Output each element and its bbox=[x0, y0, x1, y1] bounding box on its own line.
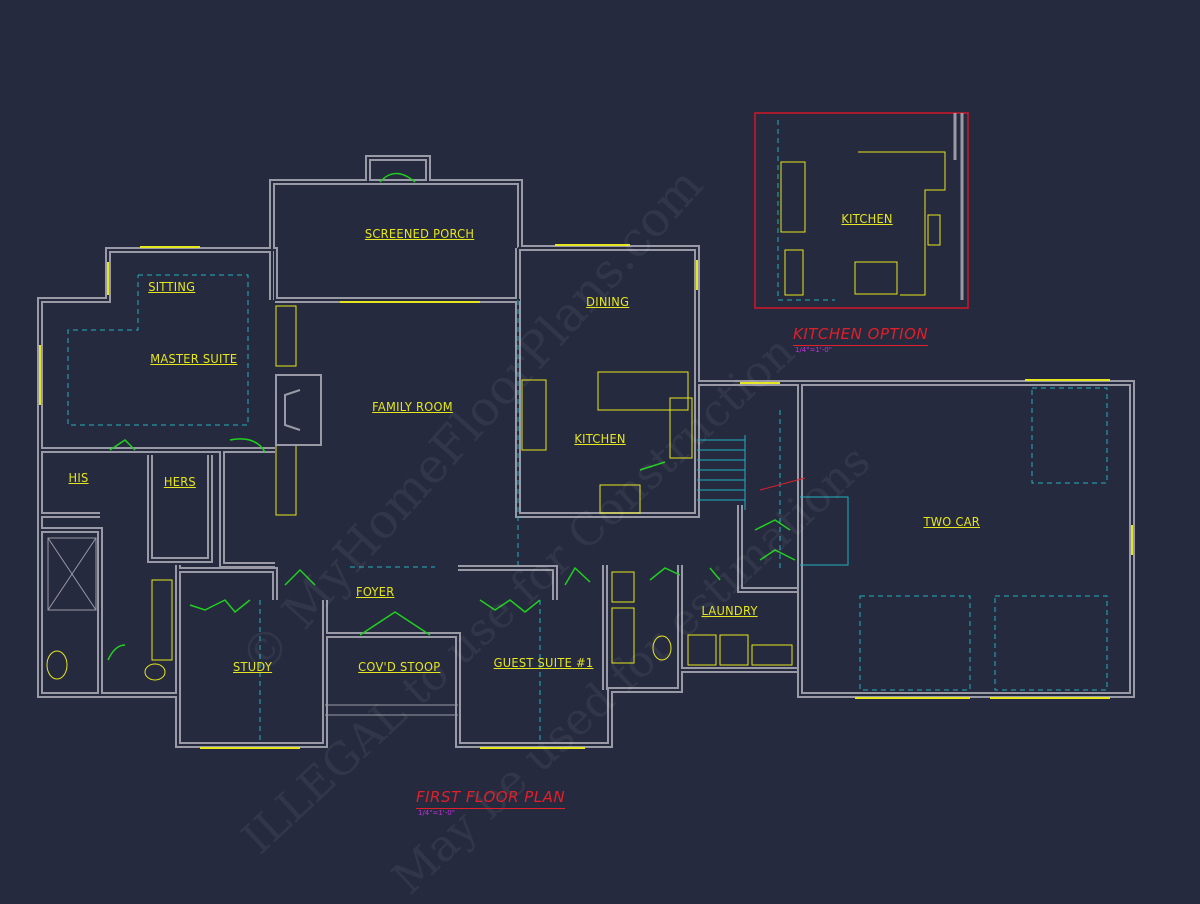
room-label-screened-porch: SCREENED PORCH bbox=[364, 227, 475, 241]
kitchen-option-title: KITCHEN OPTION bbox=[793, 325, 929, 346]
fixtures bbox=[46, 151, 946, 681]
room-label-kitchen: KITCHEN bbox=[574, 432, 626, 446]
doors bbox=[107, 172, 796, 661]
stair-arrow bbox=[759, 477, 806, 491]
room-label-study: STUDY bbox=[233, 660, 273, 674]
room-label-master-suite: MASTER SUITE bbox=[150, 352, 238, 366]
stoop-steps bbox=[325, 704, 458, 716]
shower bbox=[47, 537, 97, 611]
kitchen-option-room-label: KITCHEN bbox=[841, 212, 893, 226]
room-label-foyer: FOYER bbox=[356, 585, 395, 599]
room-label-sitting: SITTING bbox=[148, 280, 196, 294]
windows bbox=[39, 244, 1133, 749]
kitchen-option-scale: 1/4"=1'-0" bbox=[795, 346, 832, 354]
room-label-his: HIS bbox=[68, 471, 89, 485]
kitchen-option-frame bbox=[754, 112, 969, 309]
plan-title: FIRST FLOOR PLAN bbox=[416, 788, 566, 809]
room-label-hers: HERS bbox=[163, 475, 196, 489]
room-label-laundry: LAUNDRY bbox=[701, 604, 758, 618]
room-label-family-room: FAMILY ROOM bbox=[372, 400, 453, 414]
room-label-dining: DINING bbox=[586, 295, 630, 309]
stairs bbox=[697, 435, 849, 566]
dashed-lines bbox=[67, 120, 1108, 740]
plan-scale: 1/4"=1'-0" bbox=[418, 809, 455, 817]
room-label-guest-suite: GUEST SUITE #1 bbox=[493, 656, 594, 670]
room-label-covd-stoop: COV'D STOOP bbox=[358, 660, 441, 674]
room-label-two-car: TWO CAR bbox=[923, 515, 980, 529]
fireplace bbox=[275, 374, 322, 446]
